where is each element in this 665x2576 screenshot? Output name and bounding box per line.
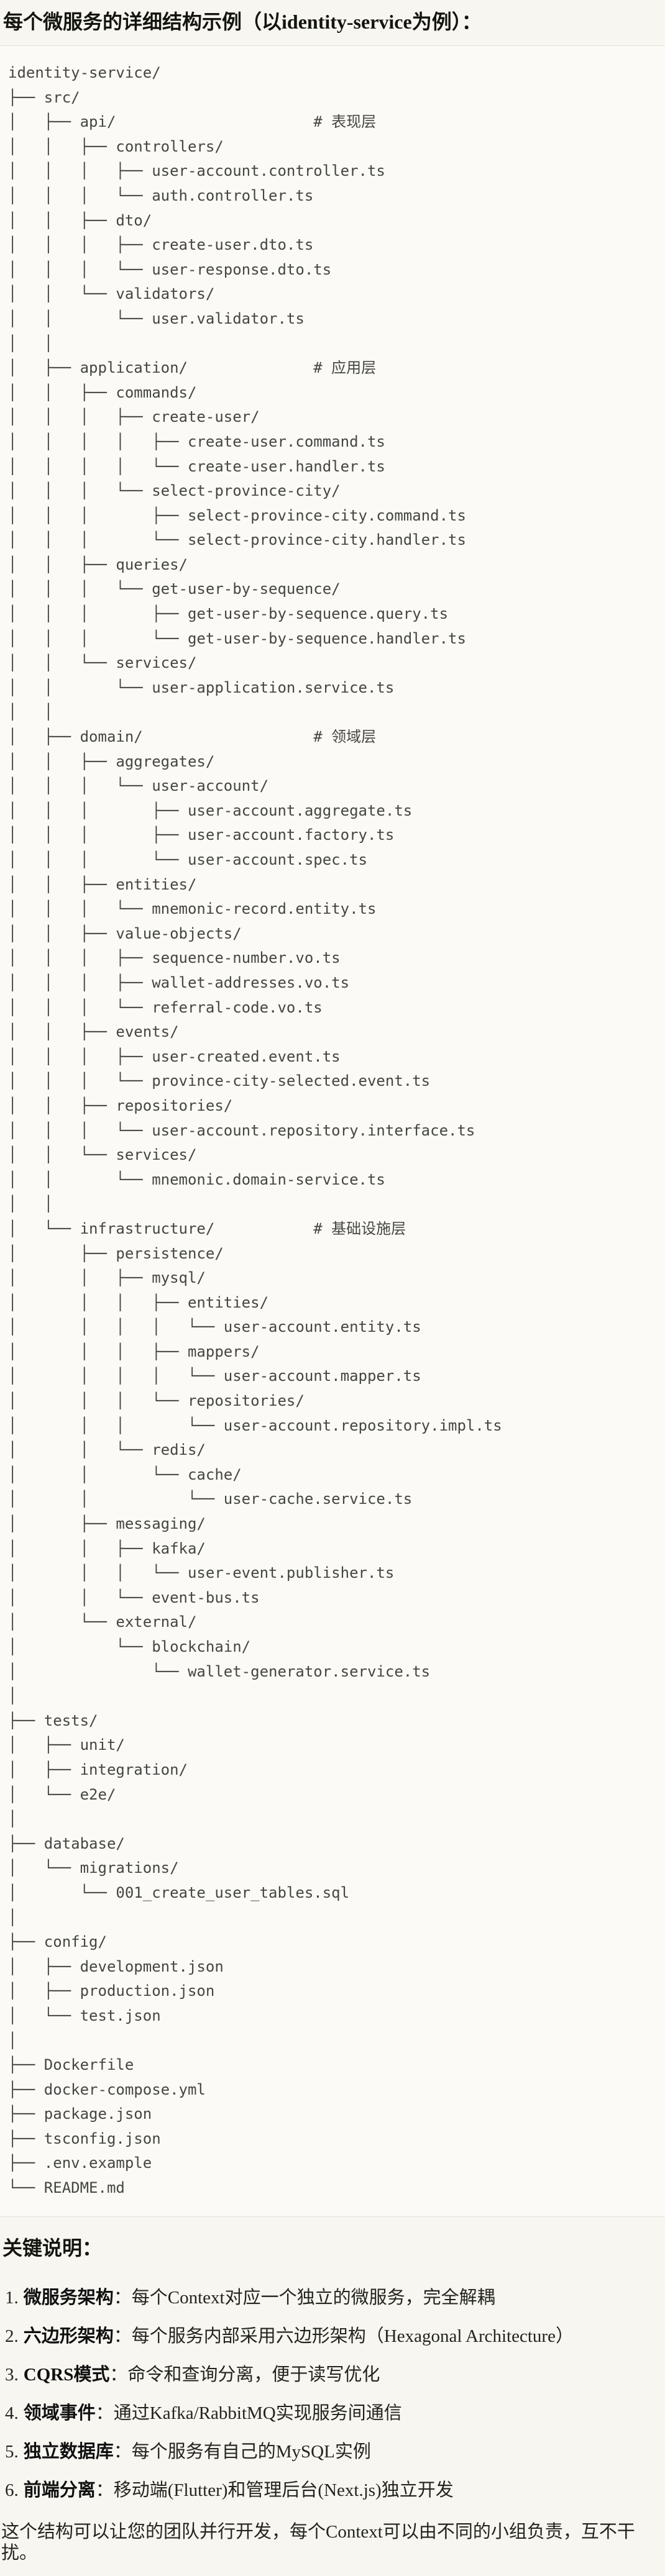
note-number: 6. (5, 2480, 19, 2500)
closing-paragraph: 这个结构可以让您的团队并行开发，每个Context可以由不同的小组负责，互不干扰… (1, 2521, 635, 2563)
note-text: ：命令和查询分离，便于读写优化 (109, 2364, 380, 2385)
note-number: 4. (5, 2403, 19, 2423)
notes-heading: 关键说明： (2, 2236, 103, 2259)
note-label: 微服务架构 (23, 2287, 114, 2308)
note-item: 2.六边形架构：每个服务内部采用六边形架构（Hexagonal Architec… (5, 2326, 665, 2347)
note-item: 4.领域事件：通过Kafka/RabbitMQ实现服务间通信 (5, 2403, 665, 2424)
note-label: 前端分离 (23, 2480, 96, 2500)
note-number: 5. (5, 2441, 19, 2462)
note-item: 5.独立数据库：每个服务有自己的MySQL实例 (5, 2442, 665, 2462)
note-label: 领域事件 (23, 2403, 96, 2423)
note-text: ：移动端(Flutter)和管理后台(Next.js)独立开发 (95, 2480, 454, 2500)
notes-list: 1.微服务架构：每个Context对应一个独立的微服务，完全解耦 2.六边形架构… (0, 2288, 665, 2501)
note-text: ：每个Context对应一个独立的微服务，完全解耦 (113, 2287, 495, 2308)
note-number: 2. (5, 2326, 19, 2346)
note-label: CQRS模式 (23, 2364, 110, 2385)
note-item: 6.前端分离：移动端(Flutter)和管理后台(Next.js)独立开发 (5, 2480, 665, 2501)
note-label: 六边形架构 (23, 2326, 114, 2346)
note-number: 3. (5, 2364, 19, 2385)
note-text: ：每个服务内部采用六边形架构（Hexagonal Architecture） (113, 2326, 574, 2346)
file-tree-code-block: identity-service/ ├── src/ │ ├── api/ # … (0, 45, 665, 2217)
note-text: ：通过Kafka/RabbitMQ实现服务间通信 (95, 2403, 402, 2423)
note-label: 独立数据库 (23, 2441, 114, 2462)
note-item: 3.CQRS模式：命令和查询分离，便于读写优化 (5, 2365, 665, 2385)
page-title: 每个微服务的详细结构示例（以identity-service为例）： (3, 11, 482, 33)
note-item: 1.微服务架构：每个Context对应一个独立的微服务，完全解耦 (5, 2288, 665, 2308)
note-number: 1. (5, 2287, 19, 2308)
note-text: ：每个服务有自己的MySQL实例 (113, 2441, 371, 2462)
